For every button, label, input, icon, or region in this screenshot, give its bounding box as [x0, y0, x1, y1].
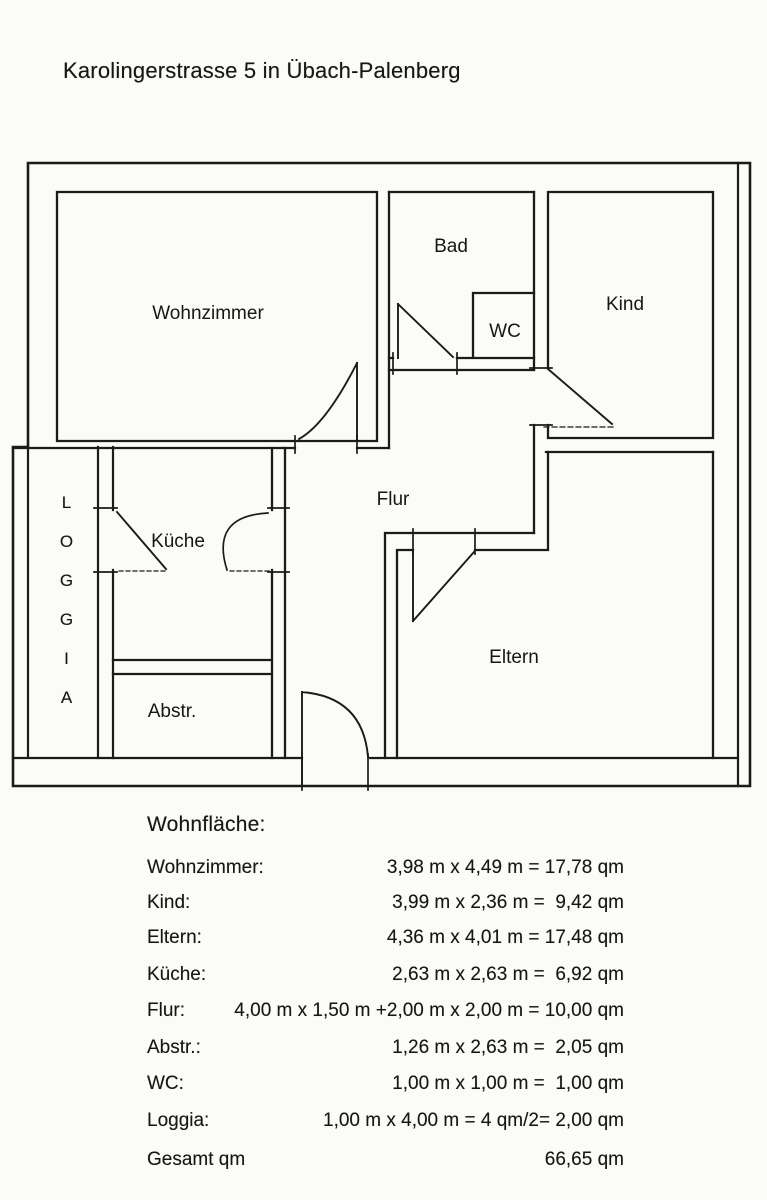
kind-door	[546, 367, 614, 426]
area-table-heading: Wohnfläche:	[147, 813, 266, 836]
area-row-label: Kind:	[147, 892, 191, 913]
area-row-label: Flur:	[147, 1000, 185, 1021]
area-row-kueche: Küche: 2,63 m x 2,63 m = 6,92 qm	[147, 962, 624, 988]
room-label-wohnzimmer: Wohnzimmer	[152, 303, 264, 324]
area-row-flur: Flur: 4,00 m x 1,50 m +2,00 m x 2,00 m =…	[147, 998, 624, 1024]
entrance-door	[300, 690, 370, 787]
wohnzimmer-walls	[55, 190, 391, 450]
area-row-label: Küche:	[147, 964, 207, 985]
room-label-kind: Kind	[606, 294, 644, 315]
room-label-wc: WC	[489, 321, 521, 342]
area-row-loggia: Loggia: 1,00 m x 4,00 m = 4 qm/2= 2,00 q…	[147, 1108, 624, 1134]
outer-walls	[11, 161, 752, 788]
area-row-label: Eltern:	[147, 927, 202, 948]
area-row-value: 4,00 m x 1,50 m +2,00 m x 2,00 m = 10,00…	[234, 1000, 624, 1021]
area-row-abstr: Abstr.: 1,26 m x 2,63 m = 2,05 qm	[147, 1035, 624, 1061]
area-row-value: 3,99 m x 2,36 m = 9,42 qm	[392, 892, 624, 913]
eltern-walls	[383, 450, 715, 760]
eltern-door	[411, 549, 476, 623]
area-row-wohnzimmer: Wohnzimmer: 3,98 m x 4,49 m = 17,78 qm	[147, 855, 624, 881]
wohnzimmer-door	[297, 361, 359, 442]
area-row-label: Gesamt qm	[147, 1149, 246, 1170]
area-row-value: 1,26 m x 2,63 m = 2,05 qm	[392, 1037, 624, 1058]
exterior-inner-lines	[11, 161, 740, 788]
room-label-kueche: Küche	[151, 531, 205, 552]
page-title: Karolingerstrasse 5 in Übach-Palenberg	[63, 58, 461, 83]
door-opening-ticks	[93, 352, 553, 791]
bad-door	[396, 302, 455, 359]
area-row-gesamt: Gesamt qm 66,65 qm	[147, 1147, 624, 1173]
room-label-bad: Bad	[434, 236, 468, 257]
area-row-value: 3,98 m x 4,49 m = 17,78 qm	[386, 857, 624, 878]
area-row-label: Wohnzimmer:	[147, 857, 264, 878]
room-label-abstr: Abstr.	[148, 701, 197, 722]
area-row-wc: WC: 1,00 m x 1,00 m = 1,00 qm	[147, 1071, 624, 1097]
area-row-label: Abstr.:	[147, 1037, 201, 1058]
area-row-value: 4,36 m x 4,01 m = 17,48 qm	[386, 927, 624, 948]
area-row-value: 66,65 qm	[544, 1149, 624, 1170]
kueche-abstr-walls	[111, 446, 287, 760]
area-row-value: 2,63 m x 2,63 m = 6,92 qm	[392, 964, 624, 985]
room-label-loggia: LOGGIA	[57, 493, 76, 727]
room-label-eltern: Eltern	[489, 647, 539, 668]
room-label-flur: Flur	[377, 489, 410, 510]
area-row-label: Loggia:	[147, 1110, 210, 1131]
area-row-label: WC:	[147, 1073, 184, 1094]
loggia-kueche-walls	[11, 445, 391, 760]
area-row-eltern: Eltern: 4,36 m x 4,01 m = 17,48 qm	[147, 925, 624, 951]
kueche-west-door	[115, 510, 168, 571]
area-row-kind: Kind: 3,99 m x 2,36 m = 9,42 qm	[147, 890, 624, 916]
kind-walls	[532, 190, 715, 535]
kueche-east-door-arc	[222, 512, 269, 572]
area-row-value: 1,00 m x 4,00 m = 4 qm/2= 2,00 qm	[323, 1110, 624, 1131]
area-row-value: 1,00 m x 1,00 m = 1,00 qm	[392, 1073, 624, 1094]
bad-wc-walls	[387, 190, 536, 372]
